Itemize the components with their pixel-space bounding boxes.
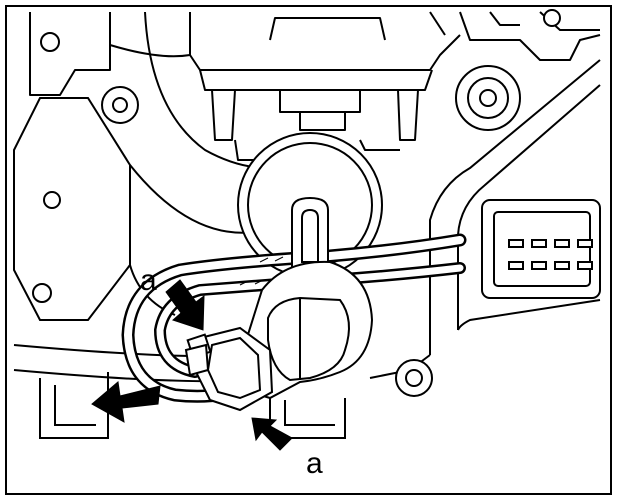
connector-plug <box>184 326 274 412</box>
lower-bolt <box>395 359 433 397</box>
socket-shaft <box>291 196 329 269</box>
callout-label-lower: a <box>306 447 323 480</box>
push-arrow-upper <box>165 279 205 331</box>
wire-harness <box>121 233 467 403</box>
pull-arrow <box>91 381 161 423</box>
right-connector-block <box>481 199 601 299</box>
mounting-bosses <box>40 9 561 131</box>
arrows <box>91 279 293 451</box>
bulb-socket <box>238 260 374 400</box>
left-flange <box>13 97 131 321</box>
callout-label-upper: a <box>140 264 157 297</box>
harness-hatching <box>239 256 284 286</box>
push-arrow-lower <box>251 417 293 451</box>
